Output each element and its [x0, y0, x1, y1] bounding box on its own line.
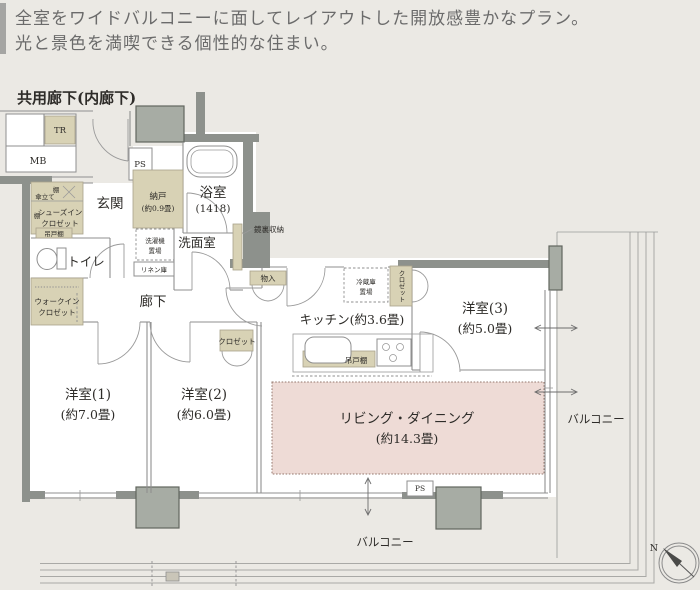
closet-side-label: クロゼット: [397, 270, 405, 303]
compass: N: [650, 542, 700, 584]
umbrella-stand-label: 傘立て: [35, 192, 55, 201]
shelf-left-label: 棚: [34, 211, 41, 220]
compass-north-label: N: [650, 543, 658, 554]
pillar-top: [135, 105, 185, 143]
tr-label: TR: [54, 126, 67, 136]
monoire-label: 物入: [261, 273, 276, 283]
closet-bed2-label: クロゼット: [218, 336, 256, 346]
caption-accent-bar: [0, 3, 6, 54]
window-arrows: [364, 324, 579, 517]
shoes-closet-label-1: シューズイン: [38, 207, 83, 217]
ps-bottom-label: PS: [415, 484, 425, 493]
closet-side-box: [389, 265, 413, 307]
storeroom-label-1: 納戸: [149, 191, 166, 202]
walk-in-closet: [30, 277, 84, 326]
shoes-in-closet: [30, 181, 84, 235]
balcony-bottom-label: バルコニー: [356, 535, 413, 549]
walls: [0, 92, 563, 530]
compass-needle-head: [663, 548, 682, 567]
wic-label-1: ウォークイン: [35, 297, 80, 306]
fridge-space: [343, 267, 389, 303]
hallway-label: 廊下: [140, 293, 167, 310]
balcony-right-label: バルコニー: [567, 412, 624, 426]
bed1-label-2: (約7.0畳): [61, 407, 116, 422]
genkan-label: 玄関: [97, 195, 124, 212]
bed3-label-2: (約5.0畳): [458, 321, 513, 336]
caption-line-1: 全室をワイドバルコニーに面してレイアウトした開放感豊かなプラン。: [15, 9, 590, 29]
washroom-label: 洗面室: [178, 235, 216, 250]
storeroom-label-2: (約0.9畳): [142, 203, 175, 213]
toilet-bowl: [36, 248, 58, 270]
bathtub: [186, 145, 238, 178]
storeroom-nando: [132, 169, 184, 229]
washer-label-2: 置場: [149, 246, 163, 255]
shoes-closet-label-2: クロゼット: [41, 218, 79, 228]
linen-label: リネン庫: [141, 265, 168, 274]
sanitary-fixtures: [36, 145, 434, 373]
pillar-right: [548, 245, 563, 291]
mirror-cabinet-label: 鏡裏収納: [254, 224, 284, 234]
door-swings: [89, 192, 461, 373]
ps-bottom-box: [406, 480, 434, 497]
kitchen-cabinet-label: 吊戸棚: [345, 355, 368, 365]
fixtures: [30, 169, 434, 497]
bathroom-label-1: 浴室: [200, 184, 227, 201]
mb-label: MB: [30, 156, 47, 167]
common-corridor-area: [0, 110, 153, 181]
toilet-hanging-cabinet: [35, 227, 73, 239]
living-label-1: リビング・ダイニング: [340, 411, 475, 427]
pillar-bottom-right: [435, 486, 482, 530]
wic-label-2: クロゼット: [38, 307, 76, 317]
living-label-2: (約14.3畳): [376, 431, 439, 446]
bed2-label-2: (約6.0畳): [177, 407, 232, 422]
living-dining-zone: [271, 381, 545, 475]
shelf-top-label: 棚: [53, 185, 60, 194]
toilet-tank: [56, 247, 67, 270]
washer-space: [135, 228, 175, 261]
mirror-cabinet-strip: [232, 223, 243, 271]
stove-burner-icon: [382, 343, 390, 351]
kitchen-label: キッチン(約3.6畳): [300, 312, 405, 327]
toilet-label: トイレ: [67, 254, 105, 269]
kitchen-counter: [292, 333, 434, 373]
kitchen-stove: [376, 338, 412, 367]
washer-label-1: 洗濯機: [145, 236, 165, 245]
fridge-label-2: 置場: [360, 287, 374, 296]
bed1-label-1: 洋室(1): [65, 386, 111, 403]
stove-burner-icon: [396, 343, 404, 351]
plan-labels: 共用廊下(内廊下) TR MB PS PS 棚 傘立て 棚 シューズイン クロゼ…: [17, 89, 625, 549]
pillar-bottom-left: [135, 486, 180, 529]
ps-top-label: PS: [134, 160, 146, 170]
closet-bed2-box: [219, 329, 254, 352]
bed2-label-1: 洋室(2): [181, 386, 227, 403]
caption-line-2: 光と景色を満喫できる個性的な住まい。: [15, 34, 339, 54]
bathroom-label-2: (1418): [196, 203, 231, 215]
linen-box: [133, 261, 175, 277]
balcony-railing: [40, 231, 658, 586]
toilet-cabinet-label: 吊戸棚: [44, 229, 64, 238]
storage-monoire-box: [249, 270, 287, 286]
stove-burner-icon: [389, 354, 397, 362]
windows: [43, 290, 553, 501]
fridge-label-1: 冷蔵庫: [356, 277, 376, 286]
common-corridor-label: 共用廊下(内廊下): [17, 89, 136, 107]
kitchen-sink: [304, 336, 352, 364]
bed3-label-1: 洋室(3): [462, 300, 508, 317]
